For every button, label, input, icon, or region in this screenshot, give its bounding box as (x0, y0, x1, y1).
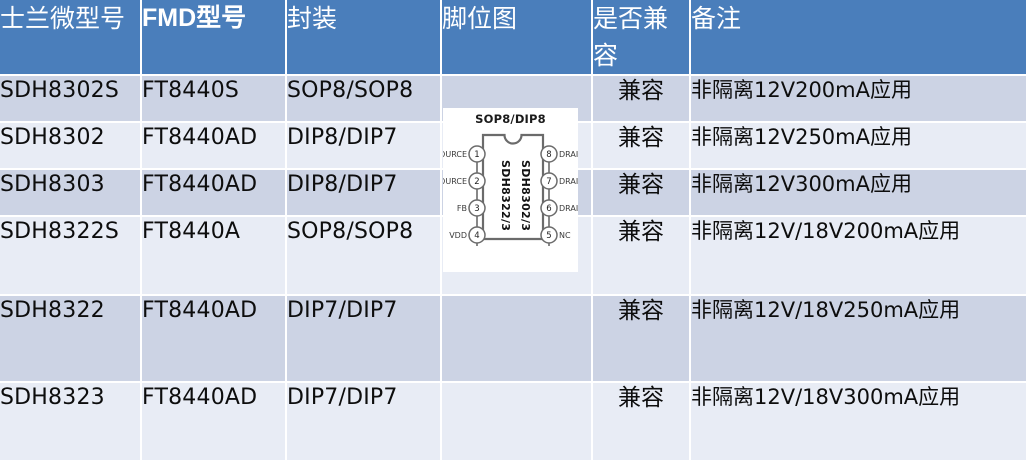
column-header-compat: 是否兼容 (593, 0, 689, 74)
chip-label-left: SDH8322/3 (499, 160, 512, 231)
cell-fmd: FT8440AD (142, 123, 285, 168)
cell-fmd: FT8440A (142, 217, 285, 294)
table-header: 士兰微型号 FMD型号 封装 脚位图 是否兼容 备注 (0, 0, 1026, 74)
chip-label-right: SDH8302/3 (519, 160, 532, 231)
cell-model: SDH8322 (0, 296, 140, 381)
pin-number-3: 3 (474, 204, 479, 214)
pin-label-5: NC (559, 231, 571, 240)
cell-remark: 非隔离12V/18V300mA应用 (691, 383, 1026, 460)
cell-package: DIP7/DIP7 (287, 296, 440, 381)
cell-remark: 非隔离12V250mA应用 (691, 123, 1026, 168)
pin-circle-5 (540, 226, 558, 244)
cell-package: DIP8/DIP7 (287, 170, 440, 215)
column-header-package: 封装 (287, 0, 440, 74)
cell-compat: 兼容 (593, 217, 689, 294)
table-row: SDH8302S FT8440S SOP8/SOP8 兼容 非隔离12V200m… (0, 76, 1026, 121)
table-row: SDH8322S FT8440A SOP8/SOP8 兼容 非隔离12V/18V… (0, 217, 1026, 294)
cell-compat: 兼容 (593, 123, 689, 168)
pinout-svg: 1 2 3 4 8 7 6 5 SOURCE SOURCE FB VDD DRA… (443, 133, 578, 246)
pin-number-8: 8 (546, 150, 551, 160)
cell-package: SOP8/SOP8 (287, 217, 440, 294)
column-header-fmd: FMD型号 (142, 0, 285, 74)
pin-circle-2 (468, 172, 486, 190)
pin-number-2: 2 (474, 177, 479, 187)
cell-fmd: FT8440AD (142, 383, 285, 460)
pin-circle-4 (468, 226, 486, 244)
cell-package: DIP8/DIP7 (287, 123, 440, 168)
pin-label-1: SOURCE (443, 150, 467, 159)
pin-circle-8 (540, 145, 558, 163)
column-header-remark: 备注 (691, 0, 1026, 74)
pin-number-7: 7 (546, 177, 551, 187)
cell-model: SDH8302 (0, 123, 140, 168)
cell-package: SOP8/SOP8 (287, 76, 440, 121)
column-header-model: 士兰微型号 (0, 0, 140, 74)
cell-remark: 非隔离12V/18V200mA应用 (691, 217, 1026, 294)
pinout-title: SOP8/DIP8 (475, 112, 546, 126)
pin-circle-3 (468, 199, 486, 217)
pin-label-3: FB (457, 204, 467, 213)
table-row: SDH8323 FT8440AD DIP7/DIP7 兼容 非隔离12V/18V… (0, 383, 1026, 460)
cell-remark: 非隔离12V200mA应用 (691, 76, 1026, 121)
cell-pinout (442, 383, 591, 460)
cell-model: SDH8302S (0, 76, 140, 121)
chip-body-outline (481, 133, 545, 241)
pin-number-4: 4 (474, 231, 479, 241)
cell-model: SDH8323 (0, 383, 140, 460)
cell-compat: 兼容 (593, 170, 689, 215)
pin-number-5: 5 (546, 231, 551, 241)
pin-label-4: VDD (449, 231, 467, 240)
table-row: SDH8322 FT8440AD DIP7/DIP7 兼容 非隔离12V/18V… (0, 296, 1026, 381)
header-row: 士兰微型号 FMD型号 封装 脚位图 是否兼容 备注 (0, 0, 1026, 74)
cell-compat: 兼容 (593, 296, 689, 381)
column-header-pinout: 脚位图 (442, 0, 591, 74)
pin-number-1: 1 (474, 150, 479, 160)
cell-compat: 兼容 (593, 383, 689, 460)
cell-remark: 非隔离12V/18V250mA应用 (691, 296, 1026, 381)
pinout-diagram: SOP8/DIP8 (443, 108, 578, 272)
pin-circle-7 (540, 172, 558, 190)
cell-model: SDH8303 (0, 170, 140, 215)
cell-fmd: FT8440AD (142, 170, 285, 215)
cell-package: DIP7/DIP7 (287, 383, 440, 460)
pin-circle-1 (468, 145, 486, 163)
cell-remark: 非隔离12V300mA应用 (691, 170, 1026, 215)
cell-pinout (442, 296, 591, 381)
pin-label-2: SOURCE (443, 177, 467, 186)
pin-circle-6 (540, 199, 558, 217)
pin-number-6: 6 (546, 204, 551, 214)
cell-model: SDH8322S (0, 217, 140, 294)
cell-fmd: FT8440S (142, 76, 285, 121)
cell-fmd: FT8440AD (142, 296, 285, 381)
cell-compat: 兼容 (593, 76, 689, 121)
